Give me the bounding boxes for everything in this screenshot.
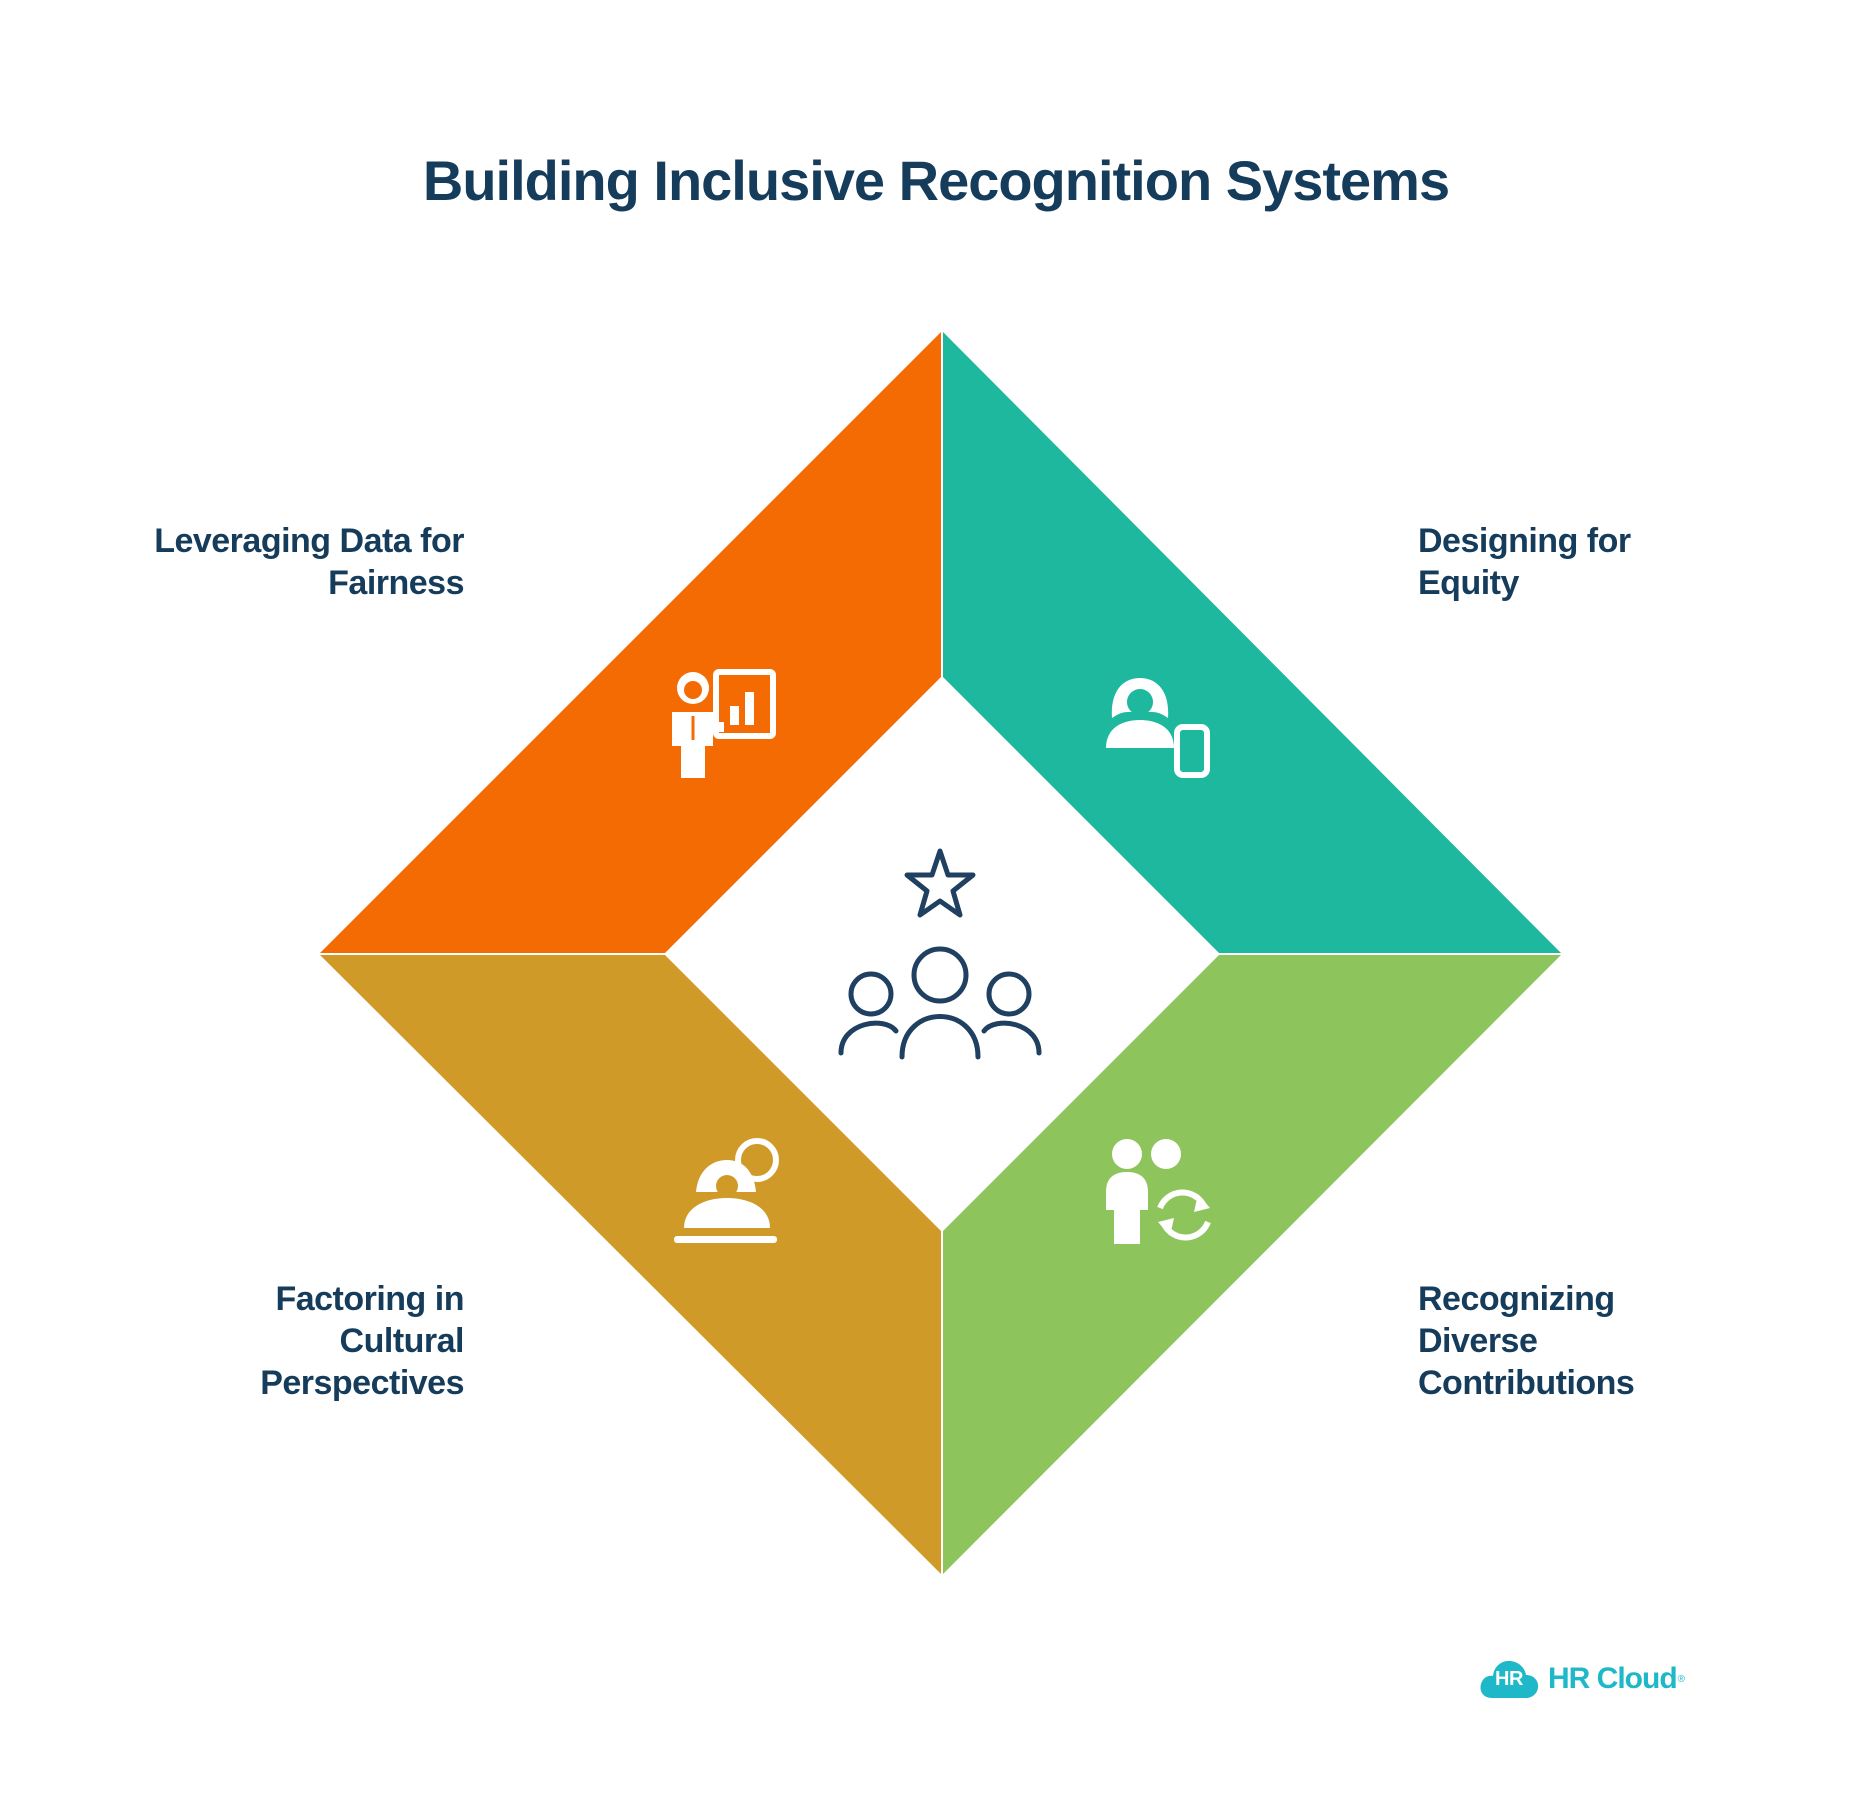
quadrant-bottom-left xyxy=(320,955,941,1574)
team-star-icon xyxy=(838,848,1042,1060)
center-diamond xyxy=(667,679,1217,1229)
people-exchange-icon xyxy=(1106,1139,1211,1244)
quadrant-bottom-right xyxy=(943,955,1561,1574)
label-recognizing-diverse-contributions: Recognizing Diverse Contributions xyxy=(1418,1280,1635,1402)
presenter-chart-icon xyxy=(672,669,776,778)
quadrant-top-left xyxy=(320,332,941,953)
logo-mark: HR xyxy=(1495,1668,1523,1690)
label-factoring-in-cultural-perspectives: Factoring in Cultural Perspectives xyxy=(260,1280,464,1402)
page-title: Building Inclusive Recognition Systems xyxy=(422,149,1450,212)
quadrant-top-right xyxy=(943,332,1561,953)
label-designing-for-equity: Designing for Equity xyxy=(1418,522,1631,602)
logo-text: HR Cloud xyxy=(1548,1662,1678,1695)
person-device-icon xyxy=(1106,678,1210,778)
hr-cloud-logo: HR HR Cloud® xyxy=(1478,1656,1685,1702)
person-culture-icon xyxy=(674,1138,779,1243)
cloud-logo-icon: HR xyxy=(1478,1656,1540,1702)
logo-registered-mark: ® xyxy=(1677,1673,1686,1685)
label-leveraging-data-for-fairness: Leveraging Data for Fairness xyxy=(154,522,464,602)
